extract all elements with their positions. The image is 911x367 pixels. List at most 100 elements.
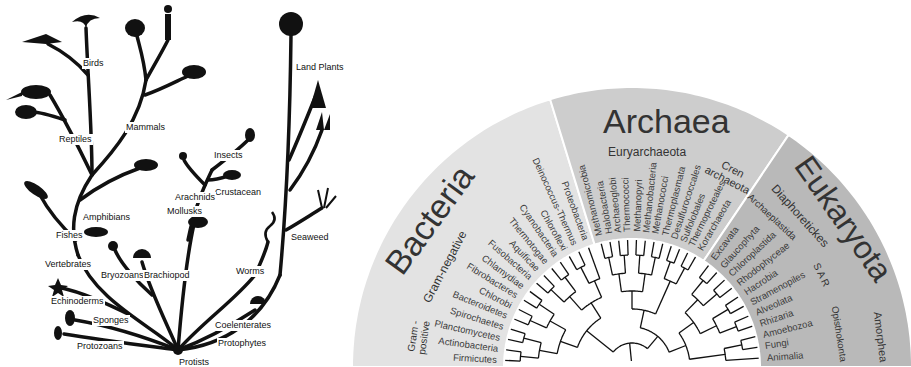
group-label: Land Plants [295, 62, 345, 73]
tree-branch [699, 265, 709, 278]
tree-branch [647, 336, 657, 348]
tree-branch [676, 268, 684, 284]
tree-branch [688, 256, 696, 270]
group-label: Birds [82, 58, 105, 69]
taxon-label: Firmicutes [453, 353, 497, 365]
group-label: Worms [235, 266, 265, 277]
tree-branch [689, 354, 725, 359]
tree-branch [610, 241, 613, 257]
tree-branch [656, 281, 671, 314]
group-label: Protophytes [217, 338, 267, 349]
tree-branch [630, 343, 632, 361]
tree-branch [570, 297, 582, 310]
tree-branch [640, 310, 644, 328]
group-label: Sponges [92, 315, 130, 326]
tree-branch [591, 303, 601, 318]
group-label: Mollusks [166, 206, 203, 217]
tree-branch [581, 267, 589, 283]
tree-branch [505, 350, 521, 352]
tree-branch [565, 277, 576, 291]
tree-branch [743, 347, 759, 349]
group-label: Echinoderms [50, 296, 105, 307]
clade-name: Euryarchaeota [608, 145, 686, 158]
tree-branch [735, 316, 750, 322]
tree-branch [539, 304, 554, 314]
group-label: Mammals [125, 122, 166, 133]
tree-branch [681, 252, 688, 266]
tree-branch [644, 240, 646, 256]
tree-branch [679, 322, 694, 333]
tree-branch [624, 255, 625, 273]
group-label: Protozoans [76, 341, 124, 352]
tree-branch [700, 326, 716, 334]
domain-name: Archaea [603, 105, 730, 141]
tree-branch [539, 350, 557, 353]
tree-branch [520, 356, 538, 358]
tree-branch [524, 338, 541, 343]
tree-branch [643, 274, 646, 292]
tree-branch [631, 291, 632, 309]
group-label: Fishes [55, 230, 84, 241]
band-fill [704, 135, 911, 367]
tree-branch [714, 279, 726, 290]
tree-branch [741, 336, 757, 340]
band-fill [352, 99, 595, 367]
tree-branch [588, 247, 600, 279]
tree-branch [530, 320, 546, 327]
taxon-label: Animalia [766, 350, 803, 362]
group-label: Vertebrates [44, 259, 92, 270]
tree-branch [627, 239, 629, 255]
tree-branch [692, 281, 703, 295]
tree-branch [543, 275, 554, 287]
group-label: Protists [178, 357, 210, 367]
tree-branch [504, 360, 520, 362]
group-label: Bryozoans [100, 270, 145, 281]
tree-branches [32, 28, 322, 350]
tree-branch [523, 300, 537, 308]
group-label: Amphibians [82, 212, 131, 223]
taxon-label: Thermococci [621, 178, 632, 233]
tree-branch [560, 341, 577, 347]
tree-branch [707, 272, 718, 284]
tree-branch [578, 251, 585, 266]
tree-branch [703, 294, 717, 306]
tree-branch [664, 262, 670, 279]
tree-branch [669, 345, 686, 352]
group-label: Brachiopod [143, 270, 191, 281]
tree-branch [720, 288, 733, 298]
group-label: Coelenterates [214, 320, 272, 331]
tree-branch [551, 290, 564, 302]
tree-branch [640, 328, 669, 352]
tree-branch [738, 326, 753, 331]
tree-branch [609, 257, 613, 275]
tree-branch [726, 297, 739, 306]
tree-branch [652, 257, 656, 275]
tree-branch [730, 306, 744, 314]
tree-branch [619, 274, 622, 292]
group-label: Crustacean [214, 187, 262, 198]
group-label: Seaweed [290, 232, 330, 243]
tree-branch [529, 291, 542, 301]
tree-branch [619, 240, 621, 256]
tree-branch [726, 358, 760, 360]
tree-branch [594, 281, 601, 297]
tree-branch [560, 261, 569, 274]
group-label: Reptiles [58, 134, 93, 145]
tree-branch [674, 248, 680, 263]
organism-silhouettes [6, 5, 336, 355]
tree-branch [659, 243, 663, 259]
group-label: Arachnids [174, 192, 216, 203]
tree-branch [651, 241, 654, 257]
tree-branch [601, 243, 605, 259]
tree-branch [713, 309, 728, 318]
tree-branch [724, 345, 742, 349]
tree-branch [635, 239, 637, 255]
tree-branch [685, 300, 698, 313]
tree-branch [507, 339, 523, 342]
tree-branch [518, 309, 532, 316]
tree-branch [536, 283, 548, 294]
tree-branch [587, 331, 614, 352]
tree-branch [667, 245, 672, 260]
tree-branch [639, 255, 640, 273]
